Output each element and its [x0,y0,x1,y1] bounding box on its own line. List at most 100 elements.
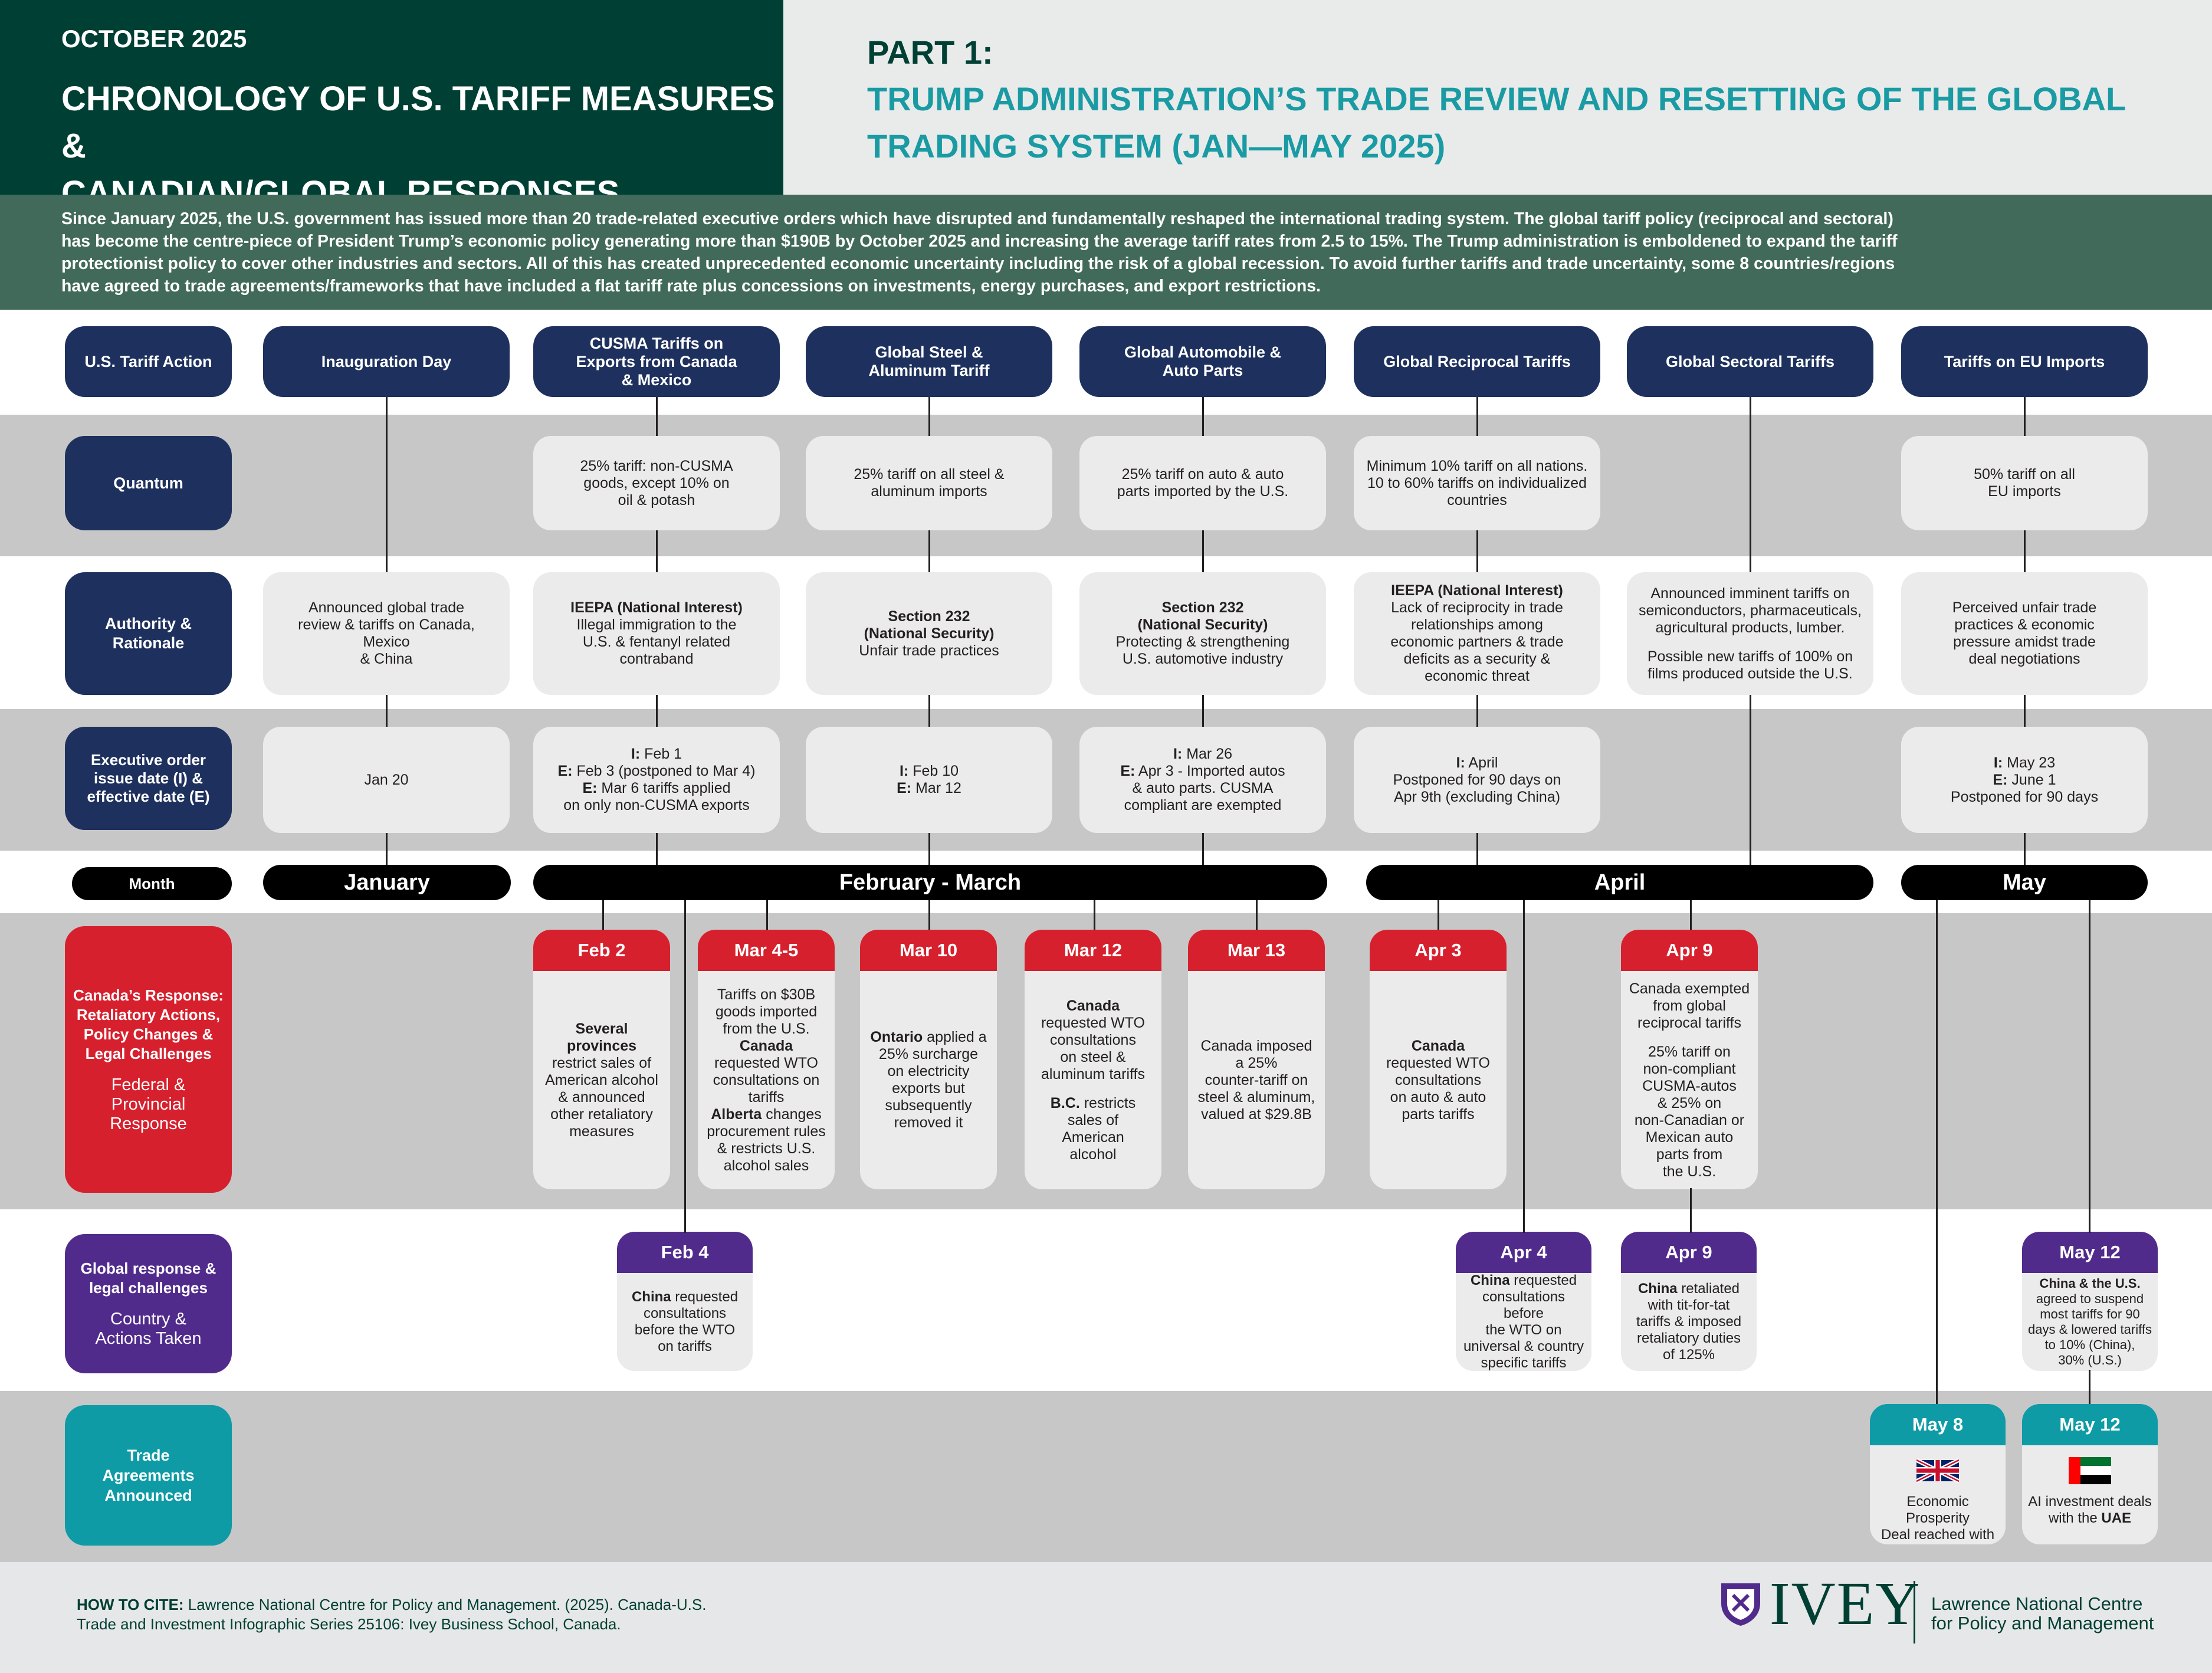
global-response-prefix: China [631,1289,671,1305]
ivey-crest-icon [1719,1580,1763,1627]
exec-date-text: Feb 3 (postponed to Mar 4) [572,763,756,779]
canada-response-text: alcohol [1069,1146,1117,1163]
lbl-exec-line: effective date (E) [87,788,210,805]
canada-response-line: reciprocal tariffs [1637,1015,1741,1032]
authority-card: Section 232(National Security)Unfair tra… [806,572,1052,695]
authority-text: contraband [619,651,694,667]
canada-response-line: Mexican auto [1646,1129,1734,1146]
global-response-text: China & the U.S. [2039,1276,2141,1291]
global-connector [2089,900,2090,1233]
global-response-line: 30% (U.S.) [2058,1353,2122,1368]
exec-date-line: Apr 9th (excluding China) [1394,789,1560,806]
canada-response-text: from global [1653,997,1726,1014]
lbl-canada-line: Legal Challenges [85,1044,212,1062]
quantum-line: 25% tariff on auto & auto [1121,466,1284,483]
lbl-global-sub: Country & [110,1310,186,1328]
exec-date-prefix: E: [1993,771,2008,788]
canada-response-line: parts from [1656,1146,1723,1163]
canada-connector [1094,900,1095,931]
part-label: PART 1: [867,34,993,71]
global-response-text: to 10% (China), [2044,1337,2135,1352]
canada-response-text: removed it [894,1114,963,1131]
canada-response-text: American alcohol [545,1071,658,1088]
quantum-line: EU imports [1988,483,2061,500]
authority-text: economic threat [1425,668,1530,684]
report-date: OCTOBER 2025 [61,25,247,53]
canada-response-line: consultations [1395,1072,1481,1089]
exec-date-prefix: E: [557,763,573,779]
canada-response-line: Canada exempted [1629,980,1750,998]
authority-line: contraband [619,651,693,668]
lbl-exec-line: issue date (I) & [94,769,203,787]
authority-line: semiconductors, pharmaceuticals, [1639,602,1862,619]
canada-response-line: non-compliant [1643,1061,1735,1078]
global-response-prefix: China [1470,1272,1510,1288]
canada-response-line: & 25% on [1658,1095,1721,1112]
global-response-line: specific tariffs [1481,1355,1567,1371]
authority-text: semiconductors, pharmaceuticals, [1639,602,1862,619]
row-label-action: U.S. Tariff Action [65,326,232,397]
canada-response-line: exports but [892,1080,965,1097]
lbl-canada-line: Retaliatory Actions, [76,1005,221,1024]
authority-card: Section 232(National Security)Protecting… [1079,572,1326,695]
trade-agreement-text: AI investment deals [2028,1494,2152,1510]
canada-response-line: steel & aluminum, [1198,1089,1315,1106]
canada-response-text: on auto & auto [1390,1088,1486,1106]
quantum-line: aluminum imports [871,483,987,500]
canada-response-text: applied a [923,1029,987,1045]
exec-date-text: April [1465,754,1498,771]
lbl-canada-sub: Federal & [111,1075,186,1094]
canada-response-line: procurement rules [707,1123,825,1140]
authority-text: (National Security) [1137,616,1268,633]
lbl-authority-line: Authority & [105,615,192,632]
canada-response-text: & announced [558,1088,645,1106]
canada-response-date: Feb 2 [533,930,670,971]
intro-line: protectionist policy to cover other indu… [61,254,1895,273]
canada-response-line: removed it [894,1114,963,1131]
authority-line: deficits as a security & [1404,651,1551,668]
canada-response-line: B.C. restricts [1051,1095,1135,1112]
authority-line: (National Security) [1138,616,1268,634]
global-response-line: before the WTO [635,1322,735,1339]
global-response-date: Apr 4 [1456,1232,1591,1273]
global-response-line: consultations [644,1305,726,1322]
authority-text: U.S. automotive industry [1122,651,1284,667]
canada-response-date: Apr 9 [1621,930,1758,971]
canada-response-text: Mexican auto [1645,1129,1734,1146]
authority-text: Perceived unfair trade [1952,599,2097,616]
canada-response-prefix: Alberta [711,1106,762,1123]
canada-response-prefix: B.C. [1050,1094,1080,1111]
intro-paragraph: Since January 2025, the U.S. government … [0,195,2212,310]
band-trade [0,1391,2212,1562]
exec-date-line: I: May 23 [1994,755,2055,772]
canada-response-line: provinces [567,1038,636,1055]
action-title-line: & Mexico [621,370,692,389]
canada-connector [602,900,604,931]
global-response-line: days & lowered tariffs [2028,1322,2152,1337]
trade-agreement-date: May 12 [2022,1404,2158,1445]
trade-agreement-text: Deal reached with [1880,1527,1995,1543]
canada-response-text: subsequently [885,1097,972,1114]
global-response-line: China requested [1471,1272,1577,1289]
global-response-text: before the WTO [634,1322,736,1338]
lbl-global-line: Global response & [80,1259,216,1277]
authority-text: Section 232 [1161,599,1244,616]
authority-text: Illegal immigration to the [576,616,737,633]
quantum-line: countries [1447,491,1507,509]
citation: HOW TO CITE: Lawrence National Centre fo… [77,1596,707,1633]
